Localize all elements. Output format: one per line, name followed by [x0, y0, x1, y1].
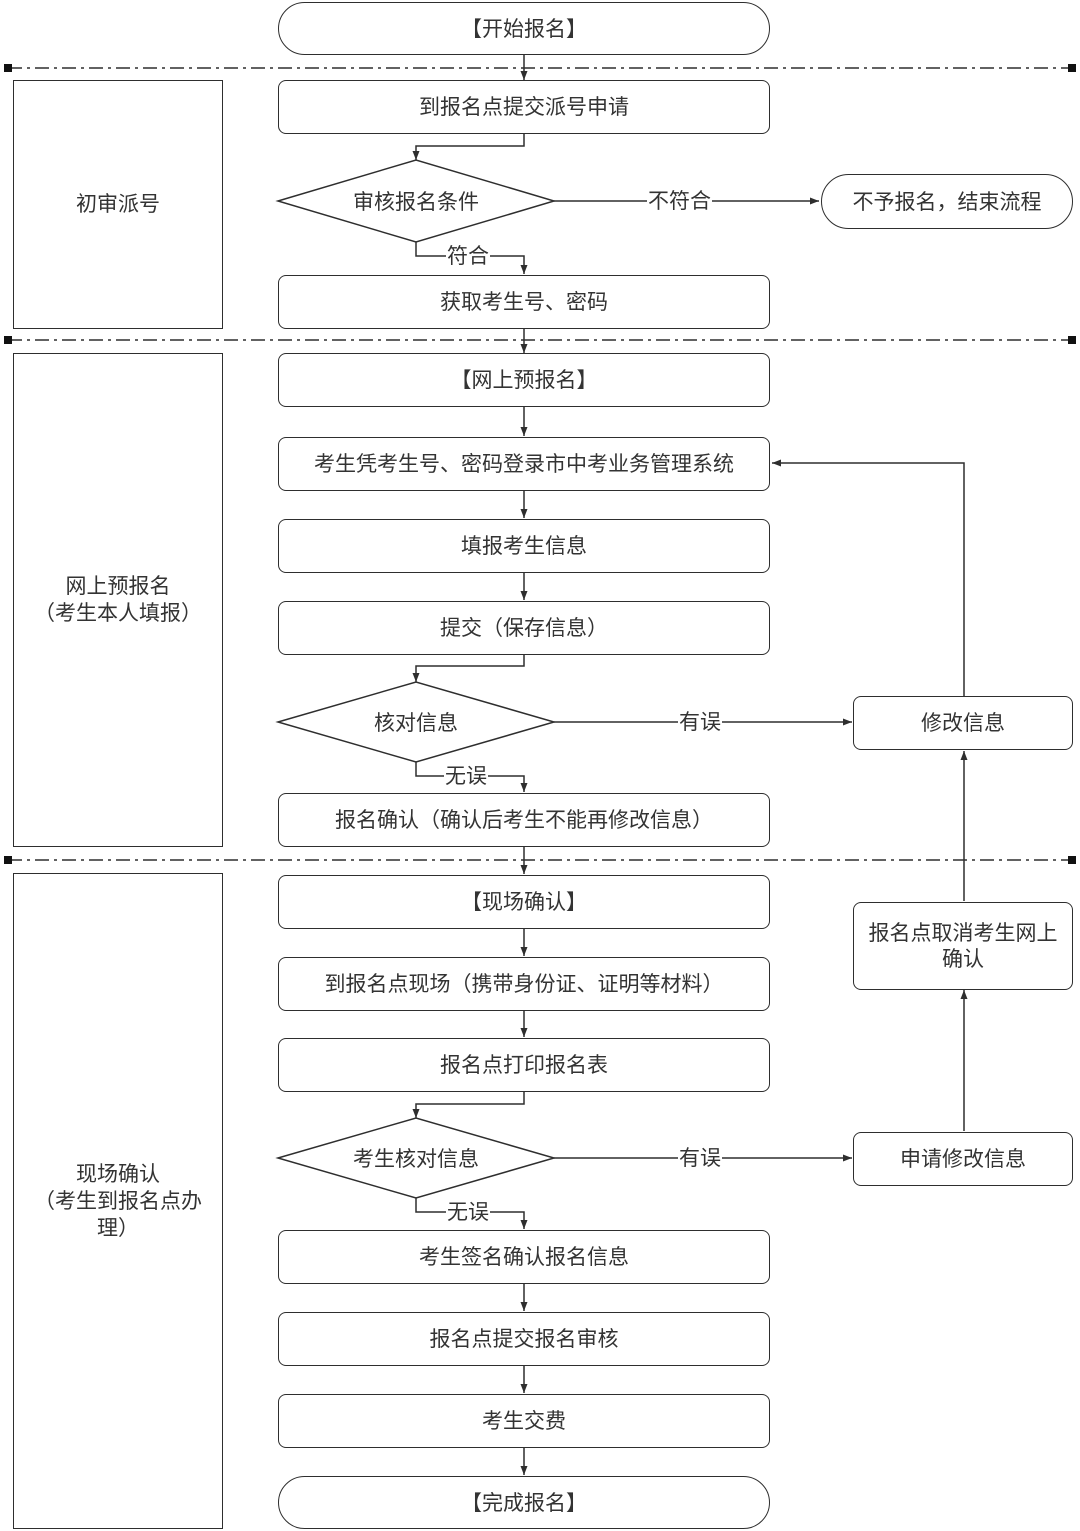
lane-initial-review: 初审派号 [13, 80, 223, 329]
edge-label-no-error-1: 无误 [444, 764, 488, 788]
step-onsite-confirmation-start: 【现场确认】 [278, 875, 770, 929]
step-get-id-password-label: 获取考生号、密码 [440, 290, 608, 314]
step-registration-confirm-label: 报名确认（确认后考生不能再修改信息） [335, 808, 713, 832]
step-sign-confirm: 考生签名确认报名信息 [278, 1230, 770, 1284]
step-go-to-site: 到报名点现场（携带身份证、证明等材料） [278, 957, 770, 1011]
lane-onsite-confirmation-label: 现场确认 （考生到报名点办理） [34, 1161, 202, 1240]
decision-student-verify: 考生核对信息 [278, 1143, 554, 1173]
decision-check-conditions-label: 审核报名条件 [353, 190, 479, 214]
step-submit-application-label: 到报名点提交派号申请 [419, 95, 629, 119]
edge-label-match: 符合 [446, 244, 490, 268]
start-node-label: 【开始报名】 [461, 16, 587, 41]
step-submit-save-label: 提交（保存信息） [440, 616, 608, 640]
end-node: 【完成报名】 [278, 1476, 770, 1529]
decision-student-verify-label: 考生核对信息 [353, 1147, 479, 1171]
step-site-submit-review: 报名点提交报名审核 [278, 1312, 770, 1366]
edge-label-no-error-2: 无误 [446, 1200, 490, 1224]
edge-label-not-match: 不符合 [647, 189, 712, 213]
step-login-system: 考生凭考生号、密码登录市中考业务管理系统 [278, 437, 770, 491]
end-node-label: 【完成报名】 [461, 1490, 587, 1515]
lane-online-preregistration-label: 网上预报名 （考生本人填报） [34, 574, 202, 625]
step-login-system-label: 考生凭考生号、密码登录市中考业务管理系统 [314, 452, 734, 476]
step-print-form-label: 报名点打印报名表 [440, 1053, 608, 1077]
step-site-submit-review-label: 报名点提交报名审核 [429, 1327, 619, 1351]
step-go-to-site-label: 到报名点现场（携带身份证、证明等材料） [324, 972, 724, 996]
step-fill-info: 填报考生信息 [278, 519, 770, 573]
step-fill-info-label: 填报考生信息 [461, 534, 587, 558]
decision-verify-info: 核对信息 [278, 707, 554, 737]
step-modify-info: 修改信息 [853, 696, 1073, 750]
step-get-id-password: 获取考生号、密码 [278, 275, 770, 329]
edge-label-has-error-1: 有误 [678, 710, 722, 734]
lane-online-preregistration: 网上预报名 （考生本人填报） [13, 353, 223, 847]
step-submit-save: 提交（保存信息） [278, 601, 770, 655]
start-node: 【开始报名】 [278, 2, 770, 55]
step-apply-modify-label: 申请修改信息 [900, 1147, 1026, 1171]
step-online-preregistration-start: 【网上预报名】 [278, 353, 770, 407]
end-rejected-node: 不予报名，结束流程 [821, 174, 1073, 229]
step-cancel-online-confirm: 报名点取消考生网上确认 [853, 902, 1073, 990]
step-online-preregistration-start-label: 【网上预报名】 [450, 368, 598, 392]
step-pay-fee-label: 考生交费 [482, 1409, 566, 1433]
step-apply-modify: 申请修改信息 [853, 1132, 1073, 1186]
step-submit-application: 到报名点提交派号申请 [278, 80, 770, 134]
step-sign-confirm-label: 考生签名确认报名信息 [419, 1245, 629, 1269]
lane-initial-review-label: 初审派号 [76, 192, 160, 216]
end-rejected-node-label: 不予报名，结束流程 [852, 189, 1042, 214]
decision-verify-info-label: 核对信息 [374, 711, 458, 735]
section-separators [8, 67, 1072, 861]
step-print-form: 报名点打印报名表 [278, 1038, 770, 1092]
step-registration-confirm: 报名确认（确认后考生不能再修改信息） [278, 793, 770, 847]
step-pay-fee: 考生交费 [278, 1394, 770, 1448]
step-onsite-confirmation-start-label: 【现场确认】 [461, 890, 587, 914]
step-modify-info-label: 修改信息 [921, 711, 1005, 735]
decision-check-conditions: 审核报名条件 [278, 186, 554, 216]
edge-label-has-error-2: 有误 [678, 1146, 722, 1170]
step-cancel-online-confirm-label: 报名点取消考生网上确认 [868, 921, 1058, 971]
lane-onsite-confirmation: 现场确认 （考生到报名点办理） [13, 873, 223, 1529]
